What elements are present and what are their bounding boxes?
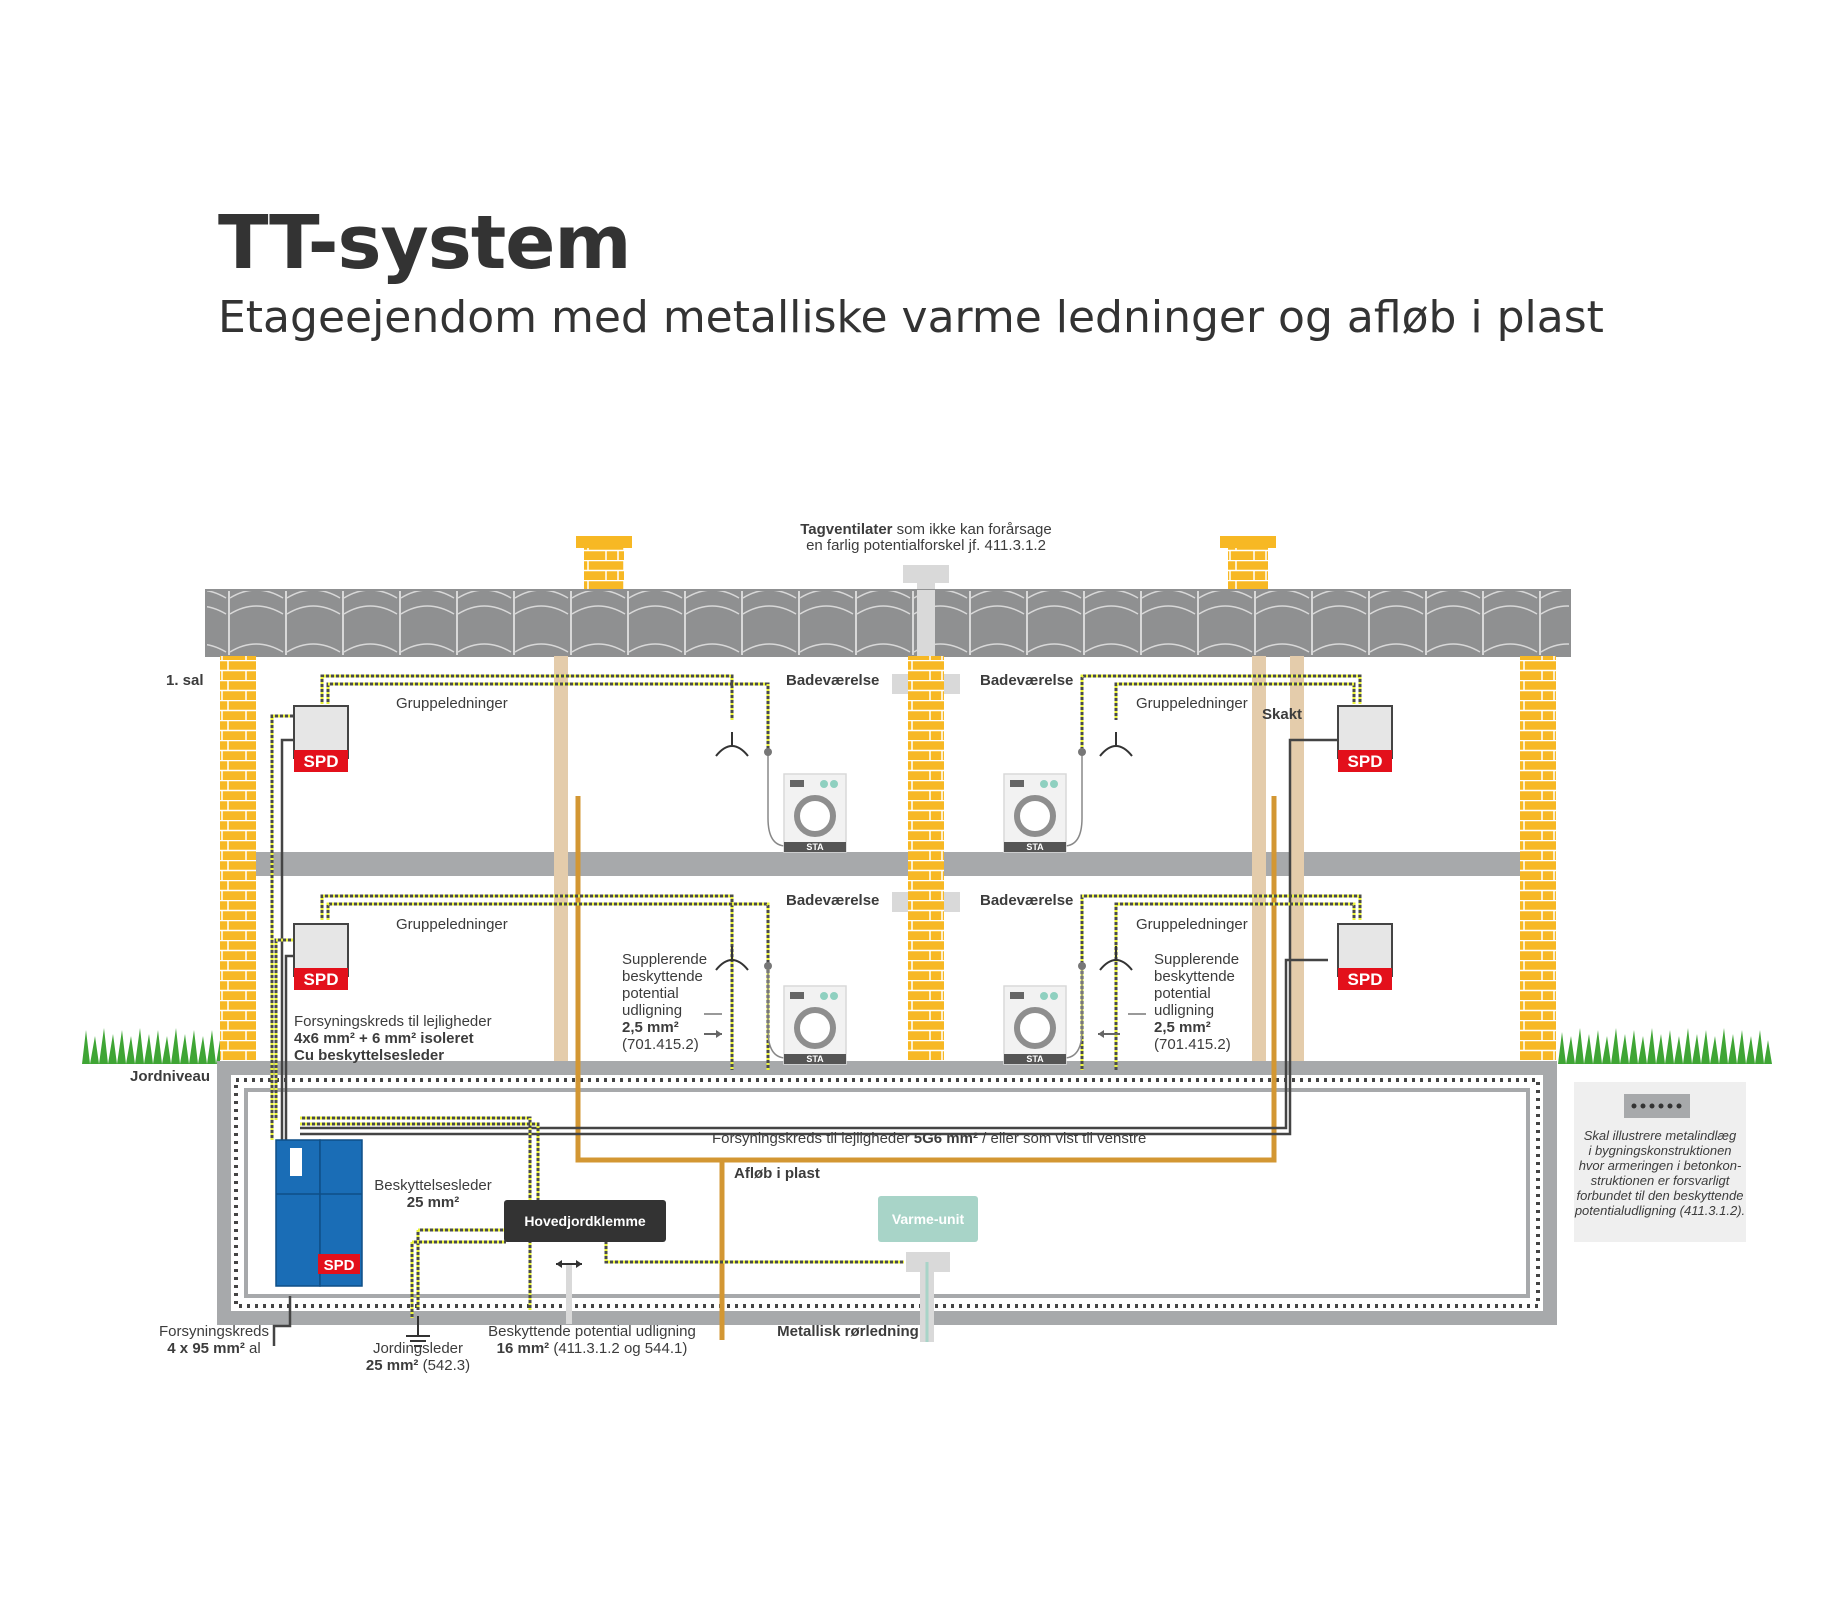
washing-machine-icon bbox=[1004, 986, 1066, 1064]
main-supply-size: 4 x 95 mm² al bbox=[167, 1340, 260, 1357]
svg-text:udligning: udligning bbox=[1154, 1002, 1214, 1019]
svg-text:forbundet til den beskyttende: forbundet til den beskyttende bbox=[1577, 1188, 1744, 1203]
bonding-size: 16 mm² (411.3.1.2 og 544.1) bbox=[497, 1340, 688, 1357]
svg-text:SPD: SPD bbox=[304, 970, 339, 989]
earth-conductor-label: Jordingsleder bbox=[373, 1340, 463, 1357]
arrow-left-icon bbox=[1098, 1030, 1120, 1038]
svg-text:Supplerende: Supplerende bbox=[1154, 951, 1239, 968]
legend-box: Skal illustrere metalindlæg i bygningsko… bbox=[1574, 1082, 1746, 1242]
earth-ground-icon bbox=[406, 1316, 430, 1347]
brick-column-right bbox=[1520, 656, 1556, 1064]
sta-label: STA bbox=[806, 1054, 824, 1064]
floor-slab bbox=[240, 852, 1540, 876]
svg-text:4x6 mm² + 6 mm² isoleret: 4x6 mm² + 6 mm² isoleret bbox=[294, 1030, 474, 1047]
svg-text:Hovedjordklemme: Hovedjordklemme bbox=[524, 1213, 646, 1229]
supply-cable-5g6 bbox=[300, 958, 1328, 1130]
arrow-right-icon bbox=[704, 1030, 722, 1038]
sta-label: STA bbox=[1026, 842, 1044, 852]
roof-vent-label-2: en farlig potentialforskel jf. 411.3.1.2 bbox=[806, 537, 1046, 554]
svg-text:SPD: SPD bbox=[1348, 970, 1383, 989]
heat-unit: Varme-unit bbox=[878, 1196, 978, 1242]
page-subtitle: Etageejendom med metalliske varme lednin… bbox=[218, 292, 1604, 343]
vertical-pipe-left bbox=[554, 656, 568, 1064]
grass-right bbox=[1558, 1028, 1772, 1064]
svg-text:i bygningskonstruktionen: i bygningskonstruktionen bbox=[1588, 1143, 1731, 1158]
bath-fixture-icon bbox=[1099, 731, 1133, 757]
svg-text:potential: potential bbox=[622, 985, 679, 1002]
group-lines-label: Gruppeledninger bbox=[1136, 695, 1248, 712]
svg-text:potential: potential bbox=[1154, 985, 1211, 1002]
svg-text:beskyttende: beskyttende bbox=[622, 968, 703, 985]
chimney-right bbox=[1220, 536, 1276, 590]
spd-box-bottom-right: SPD bbox=[1337, 923, 1393, 990]
spd-main-label: SPD bbox=[324, 1257, 355, 1274]
svg-text:Supplerende: Supplerende bbox=[622, 951, 707, 968]
ground-level-label: Jordniveau bbox=[130, 1068, 210, 1085]
shaft-label: Skakt bbox=[1262, 706, 1302, 723]
main-supply-label: Forsyningskreds bbox=[159, 1323, 269, 1340]
svg-text:hvor armeringen i betonkon-: hvor armeringen i betonkon- bbox=[1579, 1158, 1742, 1173]
brick-column-left bbox=[220, 656, 256, 1064]
sta-label: STA bbox=[1026, 1054, 1044, 1064]
svg-text:struktionen er forsvarligt: struktionen er forsvarligt bbox=[1591, 1173, 1731, 1188]
supplementary-bonding-label-right: Supplerende beskyttende potential udlign… bbox=[1154, 951, 1239, 1053]
svg-text:(701.415.2): (701.415.2) bbox=[1154, 1036, 1231, 1053]
svg-text:Skal illustrere metalindlæg: Skal illustrere metalindlæg bbox=[1584, 1128, 1737, 1143]
washing-machine-icon bbox=[784, 986, 846, 1064]
svg-text:(701.415.2): (701.415.2) bbox=[622, 1036, 699, 1053]
group-lines-label: Gruppeledninger bbox=[396, 916, 508, 933]
washing-machine-icon bbox=[784, 774, 846, 852]
svg-text:beskyttende: beskyttende bbox=[1154, 968, 1235, 985]
grass-left bbox=[82, 1028, 220, 1064]
vertical-pipe-right-2 bbox=[1290, 656, 1304, 1064]
svg-text:udligning: udligning bbox=[622, 1002, 682, 1019]
floor-1-label: 1. sal bbox=[166, 672, 204, 689]
main-earth-terminal: Hovedjordklemme bbox=[504, 1200, 666, 1242]
bonding-label: Beskyttende potential udligning bbox=[488, 1323, 696, 1340]
drain-label: Afløb i plast bbox=[734, 1165, 820, 1182]
vertical-pipe-right-1 bbox=[1252, 656, 1266, 1064]
svg-text:Varme-unit: Varme-unit bbox=[892, 1211, 965, 1227]
svg-text:Cu beskyttelsesleder: Cu beskyttelsesleder bbox=[294, 1047, 444, 1064]
chimney-left bbox=[576, 536, 632, 590]
metal-pipe-label: Metallisk rørledning bbox=[777, 1323, 919, 1340]
brick-column-center bbox=[908, 656, 944, 1064]
sta-label: STA bbox=[806, 842, 824, 852]
bonding-arrow-icon bbox=[556, 1260, 582, 1324]
svg-text:SPD: SPD bbox=[304, 752, 339, 771]
page-title: TT-system bbox=[218, 200, 631, 286]
protective-conductor-size: 25 mm² bbox=[407, 1194, 460, 1211]
svg-text:2,5 mm²: 2,5 mm² bbox=[1154, 1019, 1211, 1036]
group-lines-label: Gruppeledninger bbox=[396, 695, 508, 712]
drain-pipe bbox=[575, 796, 1277, 1340]
svg-text:potentialudligning (411.3.1.2): potentialudligning (411.3.1.2). bbox=[1574, 1203, 1745, 1218]
earth-conductor-size: 25 mm² (542.3) bbox=[366, 1357, 470, 1374]
bathroom-label: Badeværelse bbox=[786, 672, 879, 689]
spd-box-top-left: SPD bbox=[293, 705, 349, 772]
spd-box-top-right: SPD bbox=[1337, 705, 1393, 772]
svg-text:2,5 mm²: 2,5 mm² bbox=[622, 1019, 679, 1036]
bathroom-label: Badeværelse bbox=[786, 892, 879, 909]
main-distribution-panel: SPD bbox=[275, 1139, 363, 1287]
supply-5g6-label: Forsyningskreds til lejligheder 5G6 mm² … bbox=[712, 1130, 1146, 1147]
apartment-supply-label: Forsyningskreds til lejligheder 4x6 mm² … bbox=[294, 1013, 492, 1064]
roof-vent-label: Tagventilater som ikke kan forårsage bbox=[800, 521, 1052, 538]
bath-fixture-icon bbox=[715, 731, 749, 757]
supplementary-bonding-label-left: Supplerende beskyttende potential udlign… bbox=[622, 951, 707, 1053]
roof bbox=[205, 589, 1571, 657]
protective-conductor-label: Beskyttelsesleder bbox=[374, 1177, 492, 1194]
washing-machine-icon bbox=[1004, 774, 1066, 852]
svg-text:Forsyningskreds til lejlighede: Forsyningskreds til lejligheder bbox=[294, 1013, 492, 1030]
spd-box-bottom-left: SPD bbox=[293, 923, 349, 990]
bathroom-label: Badeværelse bbox=[980, 672, 1073, 689]
svg-text:SPD: SPD bbox=[1348, 752, 1383, 771]
group-lines-label: Gruppeledninger bbox=[1136, 916, 1248, 933]
bathroom-label: Badeværelse bbox=[980, 892, 1073, 909]
